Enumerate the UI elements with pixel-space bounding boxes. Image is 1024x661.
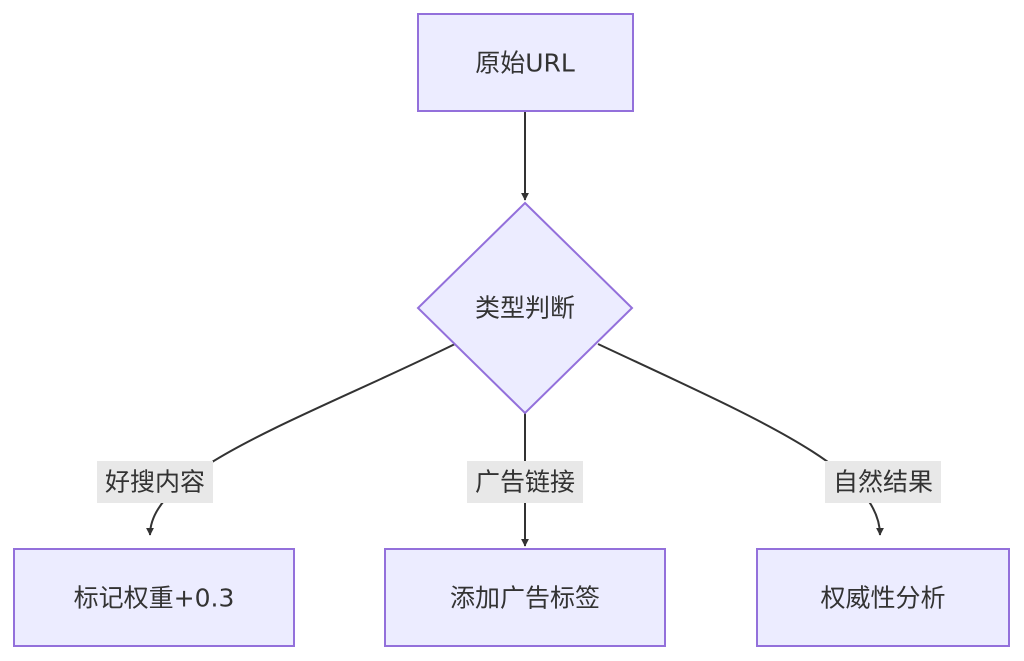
node-right-label: 权威性分析 (820, 584, 945, 613)
node-decision: 类型判断 (416, 201, 634, 415)
edge-label-left-text: 好搜内容 (105, 468, 205, 497)
node-start: 原始URL (417, 13, 634, 112)
edge-label-middle-text: 广告链接 (475, 468, 575, 497)
edge-decision-to-left (146, 343, 456, 536)
edge-label-middle: 广告链接 (467, 461, 583, 503)
node-middle: 添加广告标签 (384, 548, 666, 647)
node-middle-label: 添加广告标签 (450, 584, 600, 613)
node-decision-label: 类型判断 (475, 294, 575, 323)
node-right: 权威性分析 (756, 548, 1010, 647)
edge-decision-to-right (597, 343, 884, 536)
edge-label-right: 自然结果 (825, 461, 941, 503)
node-left-label: 标记权重+0.3 (74, 584, 235, 613)
edge-label-left: 好搜内容 (97, 461, 213, 503)
node-start-label: 原始URL (475, 49, 575, 78)
edge-label-right-text: 自然结果 (833, 468, 933, 497)
node-left: 标记权重+0.3 (13, 548, 295, 647)
